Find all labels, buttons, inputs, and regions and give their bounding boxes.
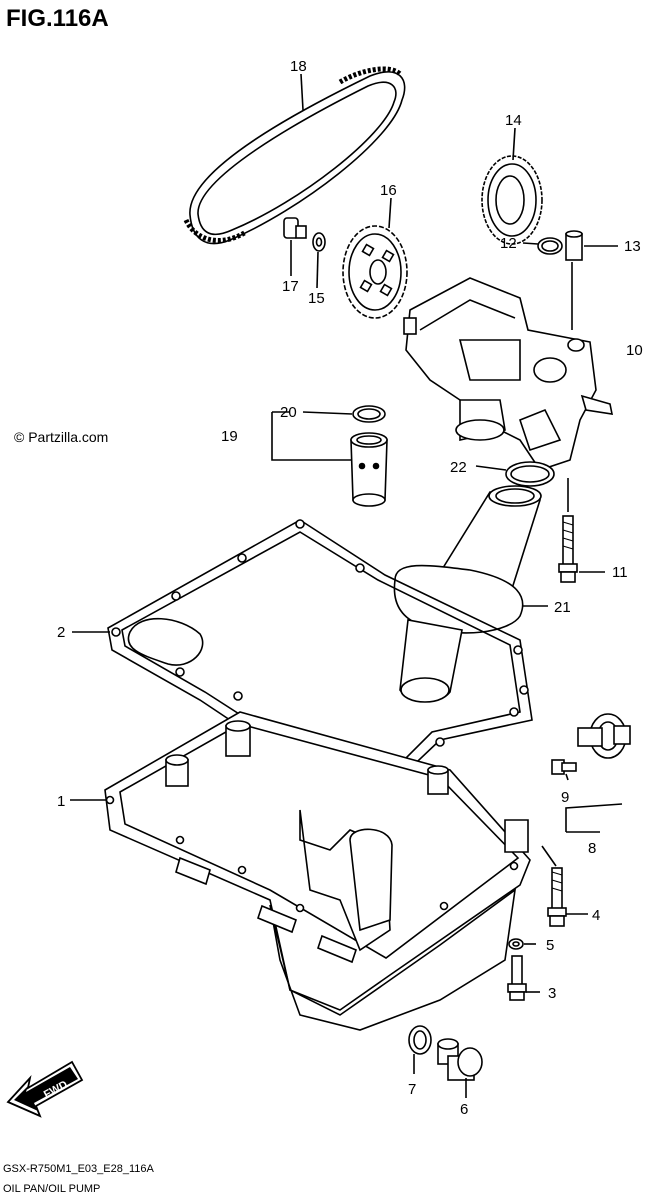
leader-lines	[70, 73, 623, 1098]
callout-19: 19	[221, 428, 238, 445]
part-10-oil-pump	[403, 277, 614, 471]
callout-14: 14	[505, 112, 522, 129]
callout-8: 8	[588, 840, 596, 857]
callout-labels: 18 14 16 17 15 12 13 10 20 19 22 11 21 2…	[57, 58, 643, 1118]
callout-5: 5	[546, 937, 554, 954]
callout-3: 3	[548, 985, 556, 1002]
callout-22: 22	[450, 459, 467, 476]
part-7-gasket	[408, 1025, 432, 1055]
watermark: © Partzilla.com	[14, 429, 108, 445]
part-21-oil-strainer	[393, 485, 542, 703]
part-6-drain-plug	[437, 1038, 483, 1081]
callout-9: 9	[561, 789, 569, 806]
callout-12: 12	[500, 235, 517, 252]
part-16-gear	[342, 225, 408, 319]
callout-21: 21	[554, 599, 571, 616]
callout-10: 10	[626, 342, 643, 359]
figure-title: FIG.116A	[6, 5, 109, 32]
part-5-washer	[508, 938, 524, 950]
part-3-bolt	[507, 955, 527, 1001]
part-1-oil-pan	[104, 711, 531, 1031]
callout-13: 13	[624, 238, 641, 255]
callout-1: 1	[57, 793, 65, 810]
fwd-arrow-icon: FWD	[6, 1060, 84, 1118]
callout-17: 17	[282, 278, 299, 295]
part-18-chain	[183, 66, 406, 245]
part-15-washer	[312, 232, 326, 252]
part-8-oil-pressure-switch	[577, 713, 631, 759]
callout-16: 16	[380, 182, 397, 199]
callout-7: 7	[408, 1081, 416, 1098]
model-code: GSX-R750M1_E03_E28_116A	[3, 1163, 155, 1175]
part-4-bolt	[547, 867, 567, 927]
part-17-bolt	[283, 217, 307, 239]
part-20-o-ring	[352, 405, 386, 423]
callout-11: 11	[612, 564, 628, 581]
callout-18: 18	[290, 58, 307, 75]
part-11-bolt	[558, 515, 578, 583]
callout-2: 2	[57, 624, 65, 641]
part-13-dowel	[565, 230, 583, 261]
callout-4: 4	[592, 907, 600, 924]
figure-caption: OIL PAN/OIL PUMP	[3, 1183, 100, 1195]
part-22-o-ring	[505, 461, 555, 487]
part-19-pipe	[350, 432, 388, 507]
callout-6: 6	[460, 1101, 468, 1118]
callout-15: 15	[308, 290, 325, 307]
part-2-gasket	[107, 519, 533, 779]
callout-20: 20	[280, 404, 297, 421]
part-12-o-ring	[537, 237, 563, 255]
part-9-bolt	[551, 759, 577, 775]
part-14-sprocket	[481, 155, 543, 245]
